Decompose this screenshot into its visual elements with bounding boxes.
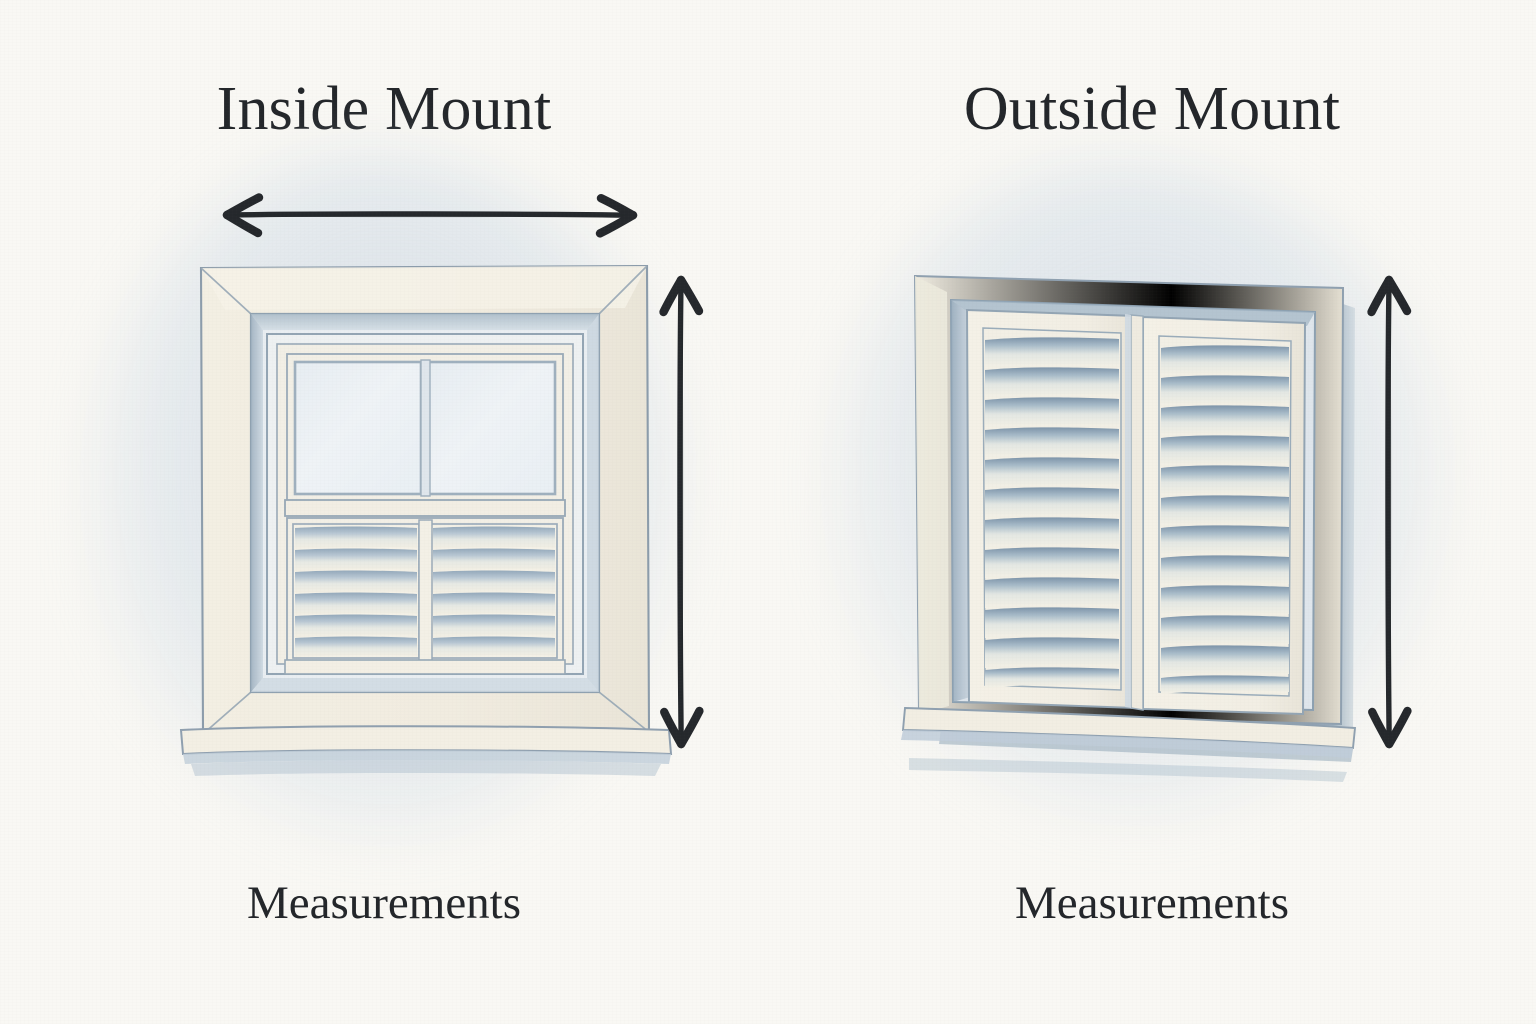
height-arrow-outside-mount <box>1366 268 1412 756</box>
height-arrow-inside-mount <box>658 268 704 756</box>
inside-mount-window-illustration <box>179 262 673 776</box>
page-title-inside-mount: Inside Mount <box>216 75 552 143</box>
caption-inside-mount: Measurements <box>246 877 522 929</box>
panel-outside-mount: Outside Mount <box>768 0 1536 1024</box>
width-arrow-inside-mount <box>215 192 645 238</box>
page-title-outside-mount: Outside Mount <box>963 75 1341 143</box>
panel-inside-mount: Inside Mount <box>88 75 704 929</box>
caption-outside-mount: Measurements <box>1014 877 1290 929</box>
outside-mount-window-illustration <box>901 262 1359 782</box>
